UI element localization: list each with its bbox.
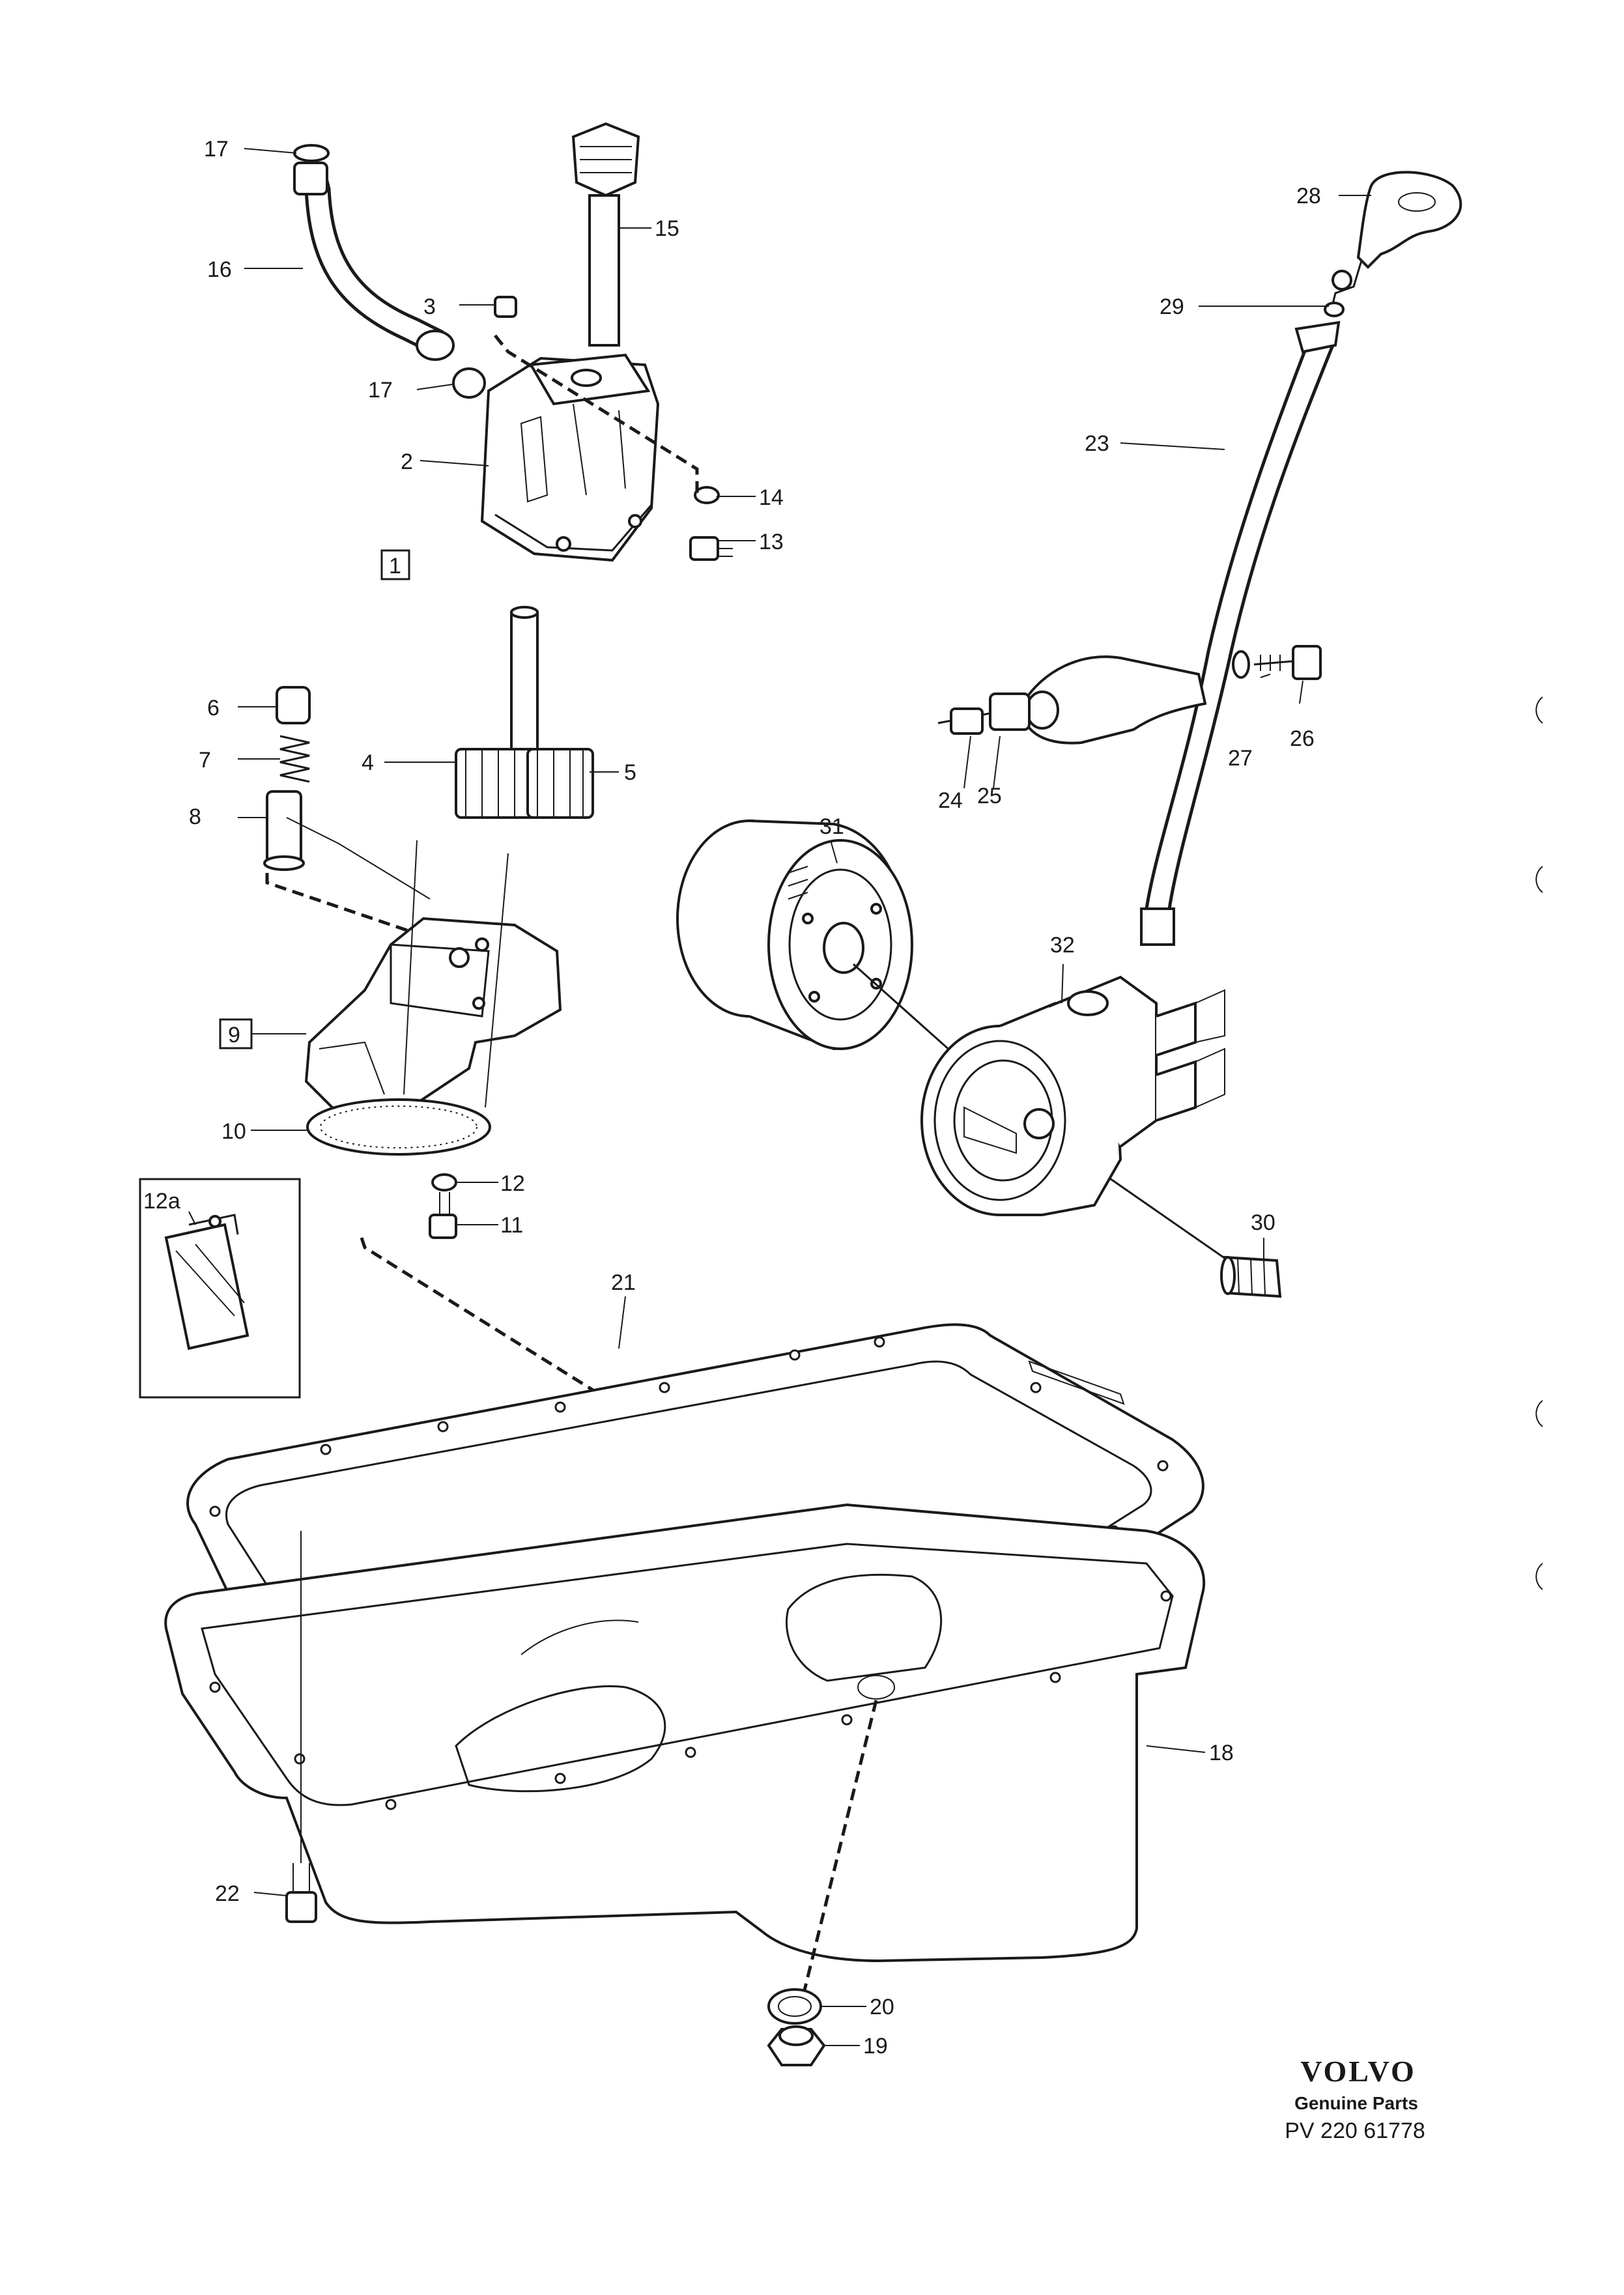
dipstick-bracket	[1021, 655, 1207, 745]
label-1-box	[380, 549, 410, 580]
label-29: 29	[1160, 294, 1184, 319]
label-21: 21	[611, 1270, 636, 1295]
oil-pump-assembly	[263, 122, 733, 1239]
label-14: 14	[759, 485, 784, 510]
pump-gears	[455, 748, 594, 819]
bolt-11	[429, 1214, 457, 1239]
label-22: 22	[215, 1881, 240, 1906]
label-18: 18	[1209, 1741, 1234, 1765]
brand-tagline: Genuine Parts	[1294, 2093, 1418, 2113]
label-32: 32	[1050, 933, 1075, 958]
washer-14	[694, 486, 720, 504]
pump-housing	[480, 353, 660, 562]
label-3: 3	[423, 294, 436, 319]
oil-pan	[164, 1503, 1206, 1991]
label-8: 8	[189, 805, 201, 829]
label-28: 28	[1296, 184, 1321, 208]
label-5: 5	[624, 760, 636, 785]
label-7: 7	[199, 748, 211, 773]
washer-27	[1232, 650, 1250, 679]
label-13: 13	[759, 530, 784, 554]
binder-marks	[1535, 696, 1543, 1590]
label-12: 12	[500, 1171, 525, 1196]
seal-ring-lower	[452, 367, 486, 399]
relief-spring	[279, 735, 310, 783]
bolt-22	[285, 1531, 317, 1923]
dipstick-assembly	[937, 171, 1462, 946]
label-10: 10	[221, 1119, 246, 1144]
label-4: 4	[362, 750, 374, 775]
washer-20	[767, 1988, 822, 2025]
strainer-screen	[306, 1098, 491, 1156]
label-11: 11	[500, 1213, 523, 1238]
label-23: 23	[1085, 431, 1109, 456]
label-31: 31	[819, 814, 844, 839]
label-26: 26	[1290, 726, 1315, 751]
drawing-code: PV 220 61778	[1285, 2118, 1425, 2143]
label-2: 2	[401, 449, 413, 474]
pump-body	[304, 840, 562, 1122]
part-labels: 17 16 3 17 2 15 14 13 1 6 7 8 4 5 9 10 1…	[143, 137, 1321, 2059]
washer-12	[431, 1173, 457, 1191]
dipstick-handle	[1356, 171, 1462, 269]
pump-shaft	[510, 611, 539, 750]
dipstick-seal	[1324, 302, 1345, 317]
dipstick-tube	[1145, 338, 1311, 909]
label-30: 30	[1251, 1210, 1275, 1235]
bolt-13	[689, 536, 719, 561]
label-17-top: 17	[204, 137, 229, 162]
seal-ring-upper	[293, 144, 330, 162]
bolt-26	[1292, 645, 1322, 680]
nut-25	[989, 692, 1031, 731]
label-1: 1	[389, 554, 401, 578]
label-17-mid: 17	[368, 378, 393, 403]
inset-12a	[139, 1178, 301, 1399]
bolt-3	[494, 296, 517, 318]
brand-logo: VOLVO	[1300, 2055, 1416, 2088]
label-16: 16	[207, 257, 232, 282]
filter-adapter	[920, 975, 1225, 1216]
label-19: 19	[863, 2034, 888, 2059]
oil-filter	[676, 820, 913, 1051]
label-15: 15	[655, 216, 679, 241]
label-20: 20	[870, 1995, 894, 2019]
label-27: 27	[1228, 746, 1253, 771]
brand-block: VOLVO Genuine Parts PV 220 61778	[1285, 2055, 1425, 2143]
drive-shaft-gear	[571, 122, 640, 347]
drain-plug-19	[767, 2025, 826, 2066]
oil-pipe	[298, 175, 431, 354]
label-25: 25	[977, 784, 1002, 808]
label-12a: 12a	[143, 1189, 180, 1214]
leader-lines	[188, 148, 1371, 2046]
valve-cap	[276, 686, 311, 724]
label-6: 6	[207, 696, 220, 720]
label-9: 9	[228, 1023, 240, 1048]
nipple-30	[1220, 1255, 1282, 1298]
relief-plunger	[266, 790, 302, 864]
label-9-box	[219, 1018, 253, 1049]
label-24: 24	[938, 788, 963, 813]
